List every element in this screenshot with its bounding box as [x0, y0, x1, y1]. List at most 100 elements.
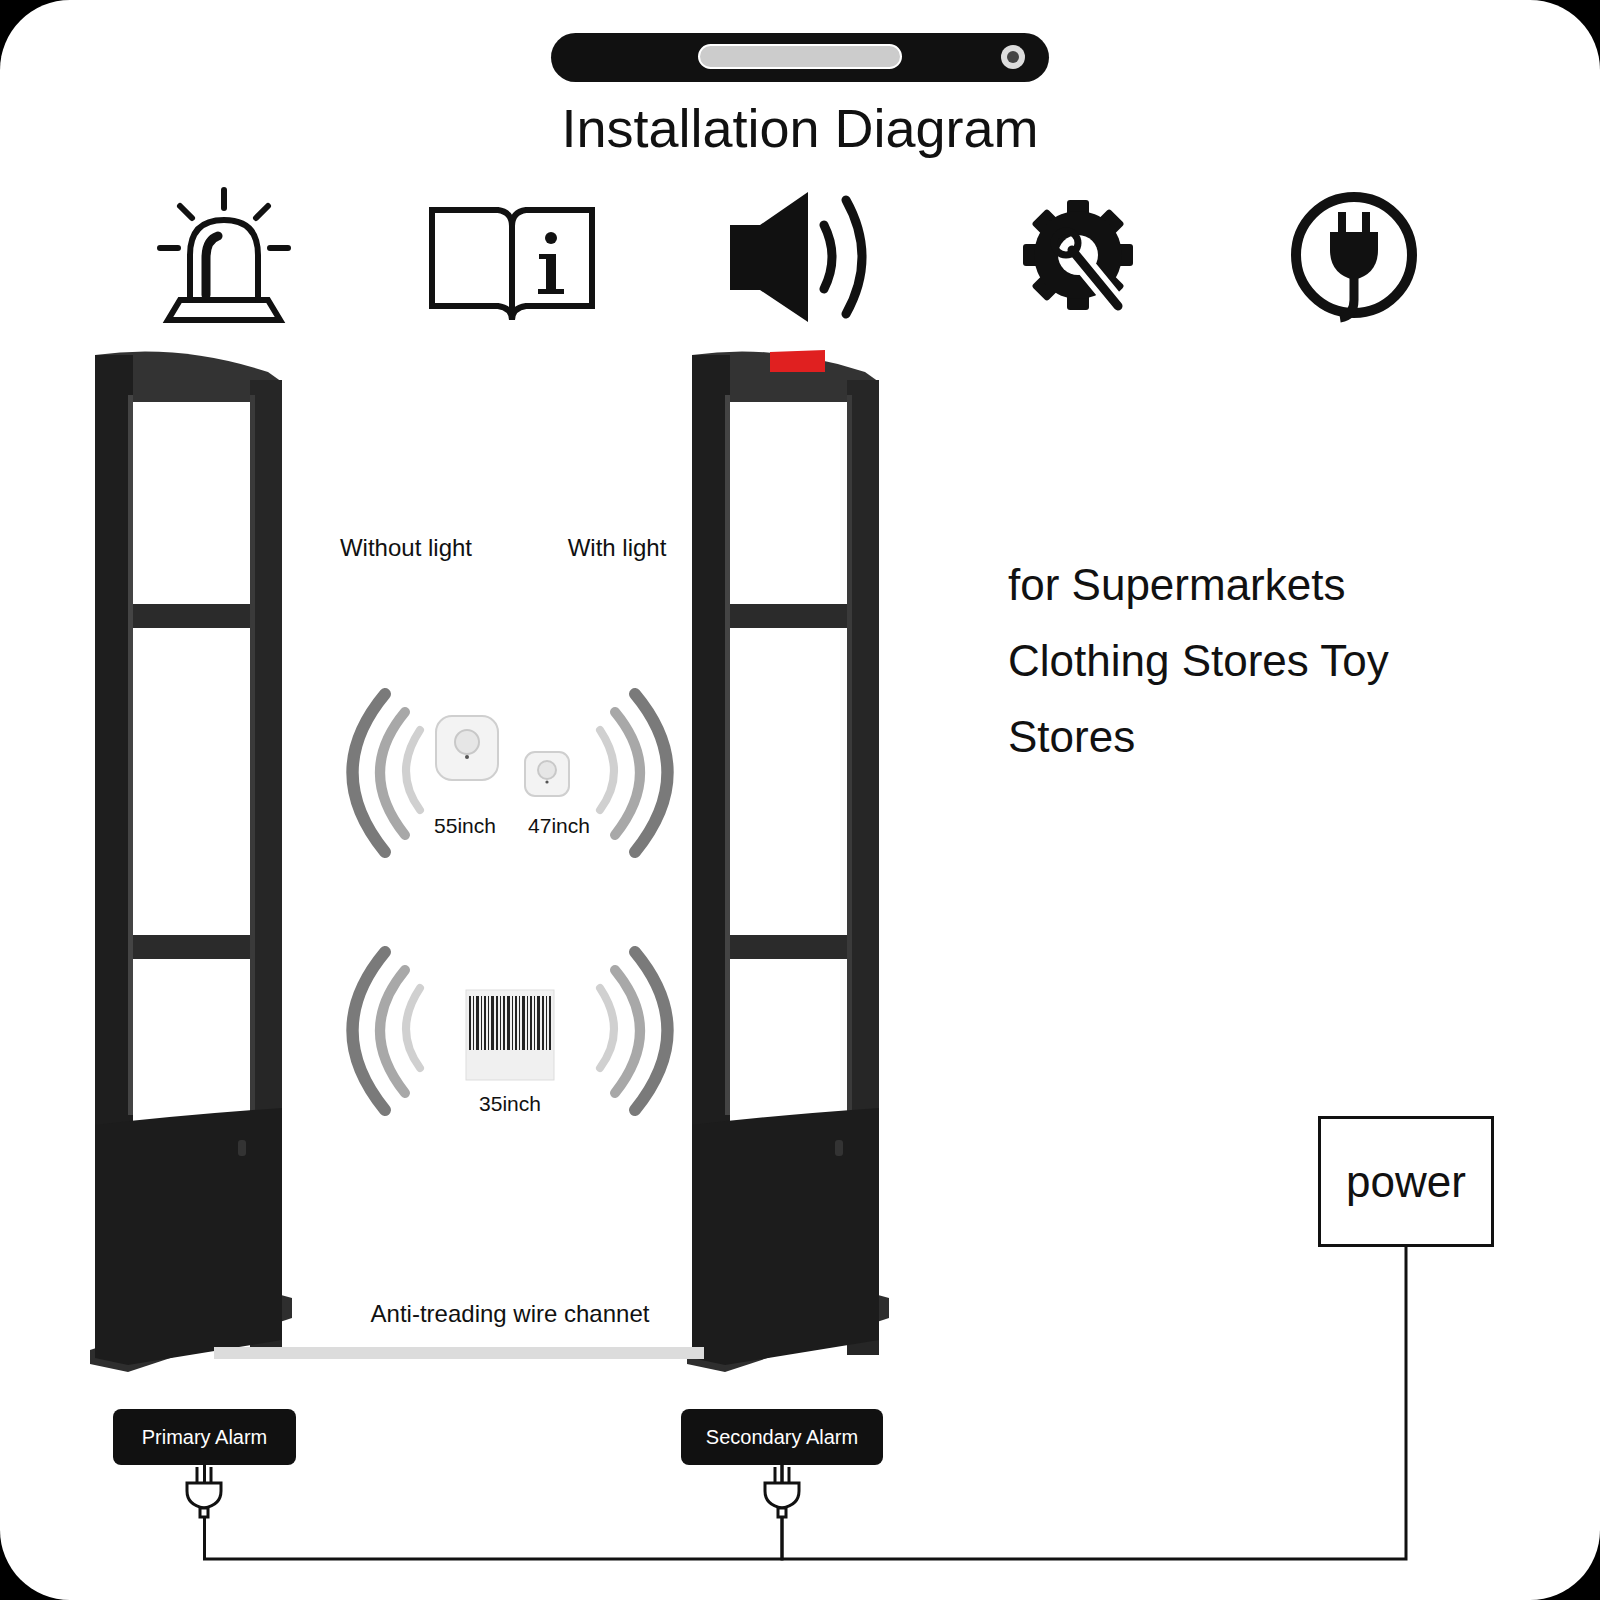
plug-symbol-part — [210, 1467, 213, 1483]
settings-icon — [1023, 200, 1133, 310]
barcode-label-part-part — [507, 996, 510, 1050]
signal-waves-part — [380, 970, 405, 1093]
siren-icon-part — [256, 206, 268, 218]
manual-icon-part — [512, 210, 592, 320]
plug-symbol-part — [788, 1467, 791, 1483]
speaker-icon-part — [846, 200, 862, 314]
power-icon — [1296, 197, 1412, 318]
speaker-icon-part — [824, 225, 832, 289]
barcode-label-part-part — [469, 996, 471, 1050]
signal-waves-part — [600, 730, 614, 810]
power-wire — [205, 1465, 783, 1559]
siren-icon-part — [206, 236, 218, 295]
speaker-icon-part — [730, 192, 808, 322]
manual-icon-part — [545, 232, 557, 244]
security-gate-part — [687, 351, 889, 1372]
settings-icon-part — [1072, 250, 1118, 306]
hard-tag-part — [525, 752, 569, 796]
barcode-label-part-part — [481, 996, 482, 1050]
barcode-label-part-part — [491, 996, 494, 1050]
hard-tag-part — [545, 780, 548, 783]
security-gate-part — [770, 350, 825, 372]
power-icon-part — [1340, 278, 1354, 318]
speaker-icon — [730, 192, 862, 322]
barcode-label-part — [469, 996, 551, 1050]
top-bar-part — [551, 33, 1049, 82]
annotation-label: Anti-treading wire channet — [371, 1300, 650, 1328]
annotation-label: Without light — [340, 534, 472, 562]
top-bar-part — [1001, 45, 1025, 69]
hard-tag-part — [538, 761, 556, 779]
top-bar-part — [699, 45, 901, 68]
barcode-label-part — [466, 990, 554, 1080]
hard-tag-part — [465, 755, 469, 759]
siren-icon-part — [221, 190, 227, 208]
signal-waves — [353, 694, 668, 1110]
plug-symbol-part — [187, 1483, 221, 1508]
manual-icon-part — [546, 254, 556, 292]
settings-icon-part — [1054, 231, 1078, 255]
siren-icon-part — [160, 245, 178, 251]
plug-symbol-part — [778, 1508, 786, 1517]
barcode-label-part-part — [534, 996, 535, 1050]
signal-waves-part — [600, 988, 614, 1068]
barcode-label-part-part — [549, 996, 551, 1050]
alarm-label-box: Primary Alarm — [113, 1409, 296, 1465]
siren-icon-part — [270, 245, 288, 251]
siren-icon — [160, 190, 288, 320]
manual-icon — [432, 210, 592, 320]
alarm-label-box: Secondary Alarm — [681, 1409, 883, 1465]
barcode-label-part-part — [484, 996, 486, 1050]
siren-icon-part — [168, 300, 280, 320]
barcode-label-part-part — [515, 996, 517, 1050]
barcode-label-part-part — [500, 996, 501, 1050]
barcode-label-part-part — [527, 996, 528, 1050]
power-icon-part — [1362, 212, 1370, 234]
settings-icon-part — [1072, 250, 1118, 306]
plug-symbol-part — [765, 1483, 799, 1508]
signal-waves-part — [615, 712, 640, 835]
hard-tag — [436, 716, 569, 796]
box-text: Secondary Alarm — [706, 1426, 858, 1449]
siren-icon-part — [190, 220, 258, 300]
diagram-title: Installation Diagram — [561, 97, 1038, 159]
barcode-label-part-part — [519, 996, 520, 1050]
top-bar — [551, 33, 1049, 82]
box-text: power — [1346, 1157, 1466, 1207]
signal-waves-part — [406, 988, 420, 1068]
barcode-label-part-part — [530, 996, 532, 1050]
barcode-label-part-part — [537, 996, 540, 1050]
hard-tag-part — [455, 730, 479, 754]
barcode-label-part-part — [512, 996, 513, 1050]
plug-symbol-part — [196, 1467, 199, 1483]
power-icon-part — [1330, 232, 1378, 280]
barcode-label-part-part — [473, 996, 474, 1050]
manual-icon-part — [539, 254, 553, 259]
signal-waves-part — [380, 712, 405, 835]
manual-icon-part — [538, 289, 564, 294]
power-icon-part — [1338, 212, 1346, 234]
security-gate — [90, 351, 292, 1372]
security-gate — [687, 350, 889, 1372]
box-text: Primary Alarm — [142, 1426, 268, 1449]
plug-symbol — [187, 1467, 221, 1517]
annotation-label: 35inch — [479, 1092, 541, 1116]
barcode-label-part-part — [546, 996, 547, 1050]
plug-symbol-part — [200, 1508, 208, 1517]
settings-icon-part — [1023, 200, 1133, 310]
barcode-label-part-part — [476, 996, 479, 1050]
barcode-label-part-part — [542, 996, 544, 1050]
plug-symbol — [765, 1467, 799, 1517]
annotation-label: 47inch — [528, 814, 590, 838]
barcode-label-part-part — [503, 996, 505, 1050]
top-bar-part — [1007, 51, 1019, 63]
barcode-label-part-part — [496, 996, 498, 1050]
manual-icon-part — [432, 210, 512, 320]
barcode-label — [466, 990, 554, 1080]
plug-symbol-part — [774, 1467, 777, 1483]
security-gate-part — [90, 351, 292, 1372]
barcode-label-part-part — [522, 996, 525, 1050]
wire-channel — [214, 1347, 704, 1359]
hard-tag-part — [436, 716, 498, 780]
